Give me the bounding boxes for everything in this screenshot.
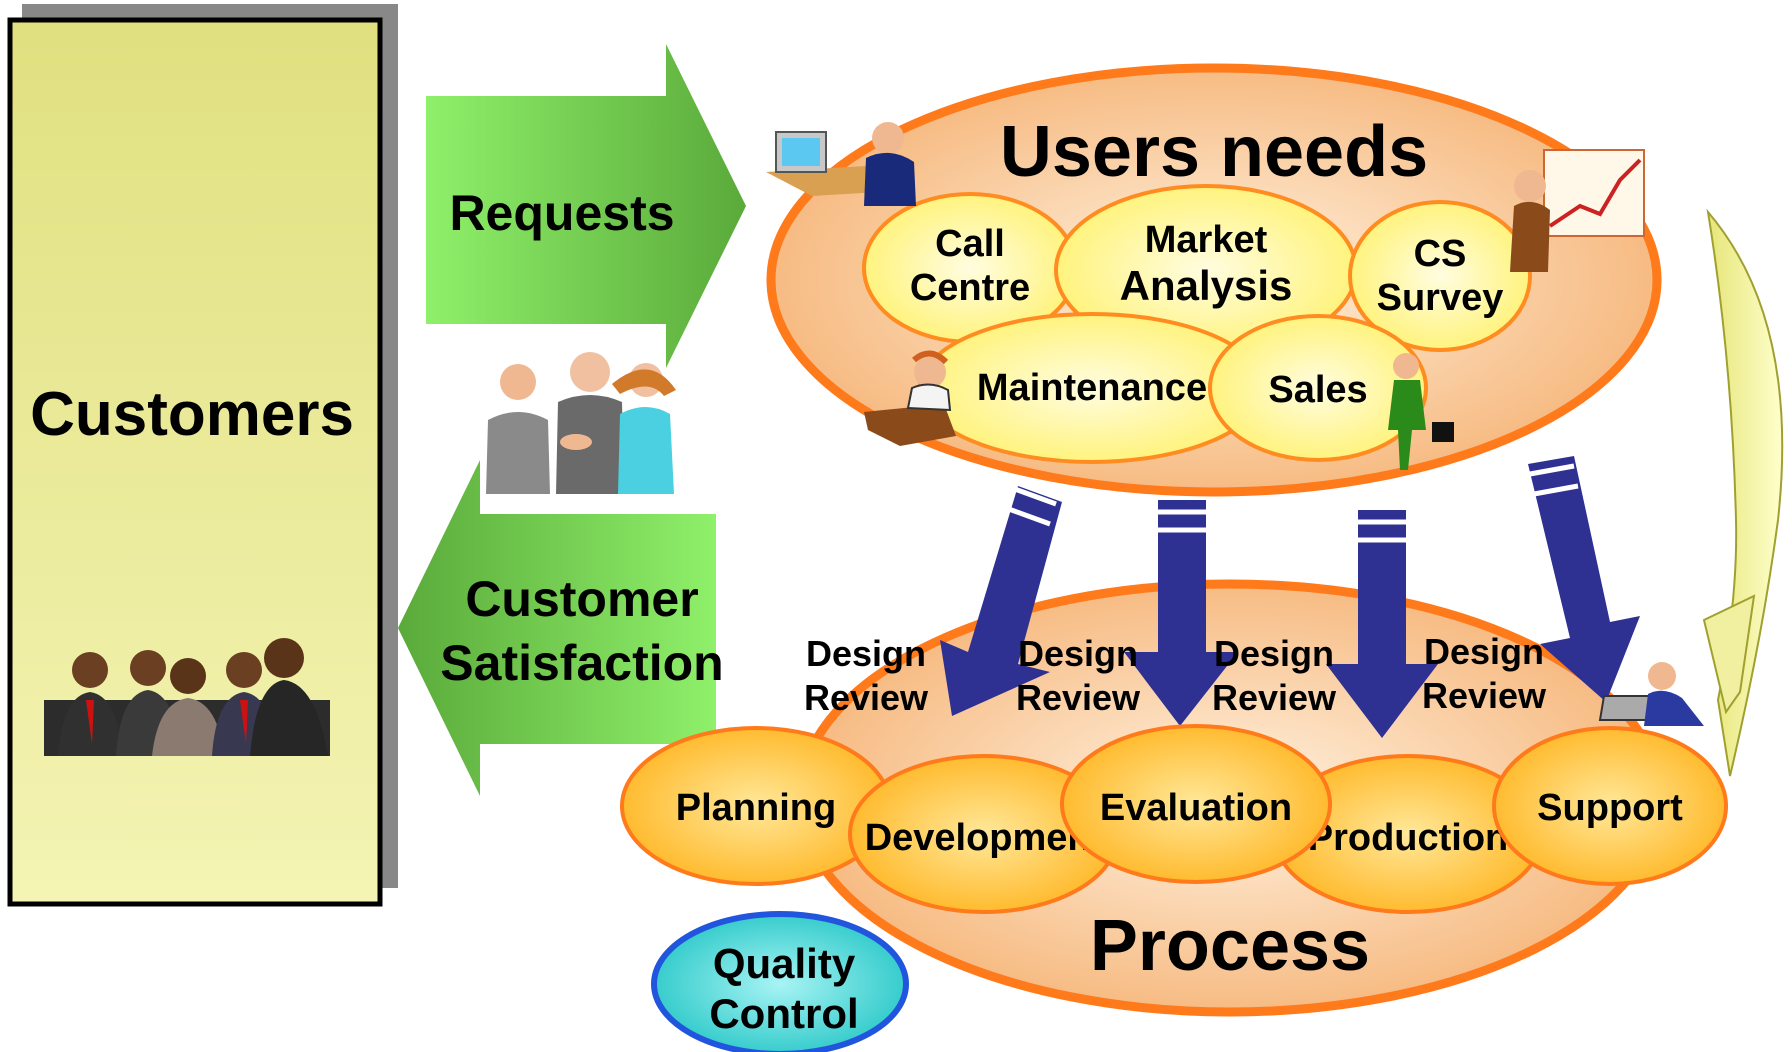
stage-evaluation: Evaluation	[1060, 724, 1332, 884]
svg-text:Review: Review	[1212, 677, 1337, 718]
design-review-1: Design Review	[804, 633, 929, 718]
svg-text:Call: Call	[935, 223, 1005, 265]
presenter-chart-icon	[1510, 149, 1645, 272]
design-review-3: Design Review	[1212, 633, 1337, 718]
process-title: Process	[1090, 906, 1370, 986]
flow-arrow-2	[1124, 500, 1238, 726]
svg-text:Review: Review	[1422, 675, 1547, 716]
customers-label: Customers	[30, 380, 354, 449]
flow-arrow-4	[1528, 456, 1640, 702]
svg-text:Design: Design	[1018, 633, 1138, 674]
svg-text:Maintenance: Maintenance	[977, 367, 1207, 409]
svg-text:Quality: Quality	[713, 940, 856, 987]
feedback-arrow	[1702, 208, 1784, 777]
requests-label: Requests	[449, 185, 674, 241]
users-needs-group: Users needs Call Centre Market Analysis …	[766, 63, 1662, 497]
design-review-2: Design Review	[1016, 633, 1141, 718]
computer-operator-icon	[766, 122, 916, 206]
process-group: Process Design Review Design	[620, 456, 1728, 1017]
walking-businessman-icon	[1388, 353, 1454, 470]
svg-text:Support: Support	[1537, 787, 1683, 829]
node-sales: Sales	[1208, 314, 1428, 462]
flow-arrow-1	[940, 485, 1062, 716]
svg-text:Evaluation: Evaluation	[1100, 787, 1292, 829]
stage-support: Support	[1492, 726, 1728, 886]
svg-text:Design: Design	[1214, 633, 1334, 674]
svg-text:Design: Design	[1424, 631, 1544, 672]
business-team-icon	[44, 638, 330, 756]
users-needs-title: Users needs	[1000, 112, 1428, 192]
svg-text:Review: Review	[1016, 677, 1141, 718]
svg-text:Centre: Centre	[910, 267, 1030, 309]
design-review-4: Design Review	[1422, 631, 1547, 716]
customers-box: Customers	[7, 4, 398, 907]
svg-text:Review: Review	[804, 677, 929, 718]
requests-arrow: Requests	[426, 44, 746, 368]
laptop-user-icon	[1598, 662, 1704, 726]
stage-planning: Planning	[620, 726, 892, 886]
svg-text:CS: CS	[1414, 233, 1467, 275]
node-cs-survey: CS Survey	[1348, 200, 1532, 352]
satisfaction-label-line2: Satisfaction	[440, 635, 723, 691]
phone-operator-icon	[864, 350, 956, 446]
svg-text:Control: Control	[709, 990, 858, 1037]
quality-control: Quality Control	[651, 911, 909, 1052]
svg-text:Development: Development	[865, 817, 1104, 859]
svg-text:Production: Production	[1308, 817, 1509, 859]
svg-text:Sales: Sales	[1268, 369, 1367, 411]
flow-arrow-3	[1326, 510, 1438, 738]
satisfaction-label-line1: Customer	[465, 571, 698, 627]
stage-development: Development	[848, 754, 1120, 914]
svg-text:Planning: Planning	[676, 787, 836, 829]
svg-text:Analysis: Analysis	[1120, 262, 1293, 309]
satisfaction-arrow: Customer Satisfaction	[398, 460, 724, 796]
svg-text:Market: Market	[1145, 219, 1268, 261]
handshake-icon	[486, 352, 676, 494]
node-call-centre: Call Centre	[862, 192, 1078, 344]
svg-text:Survey: Survey	[1377, 277, 1504, 319]
svg-text:Design: Design	[806, 633, 926, 674]
